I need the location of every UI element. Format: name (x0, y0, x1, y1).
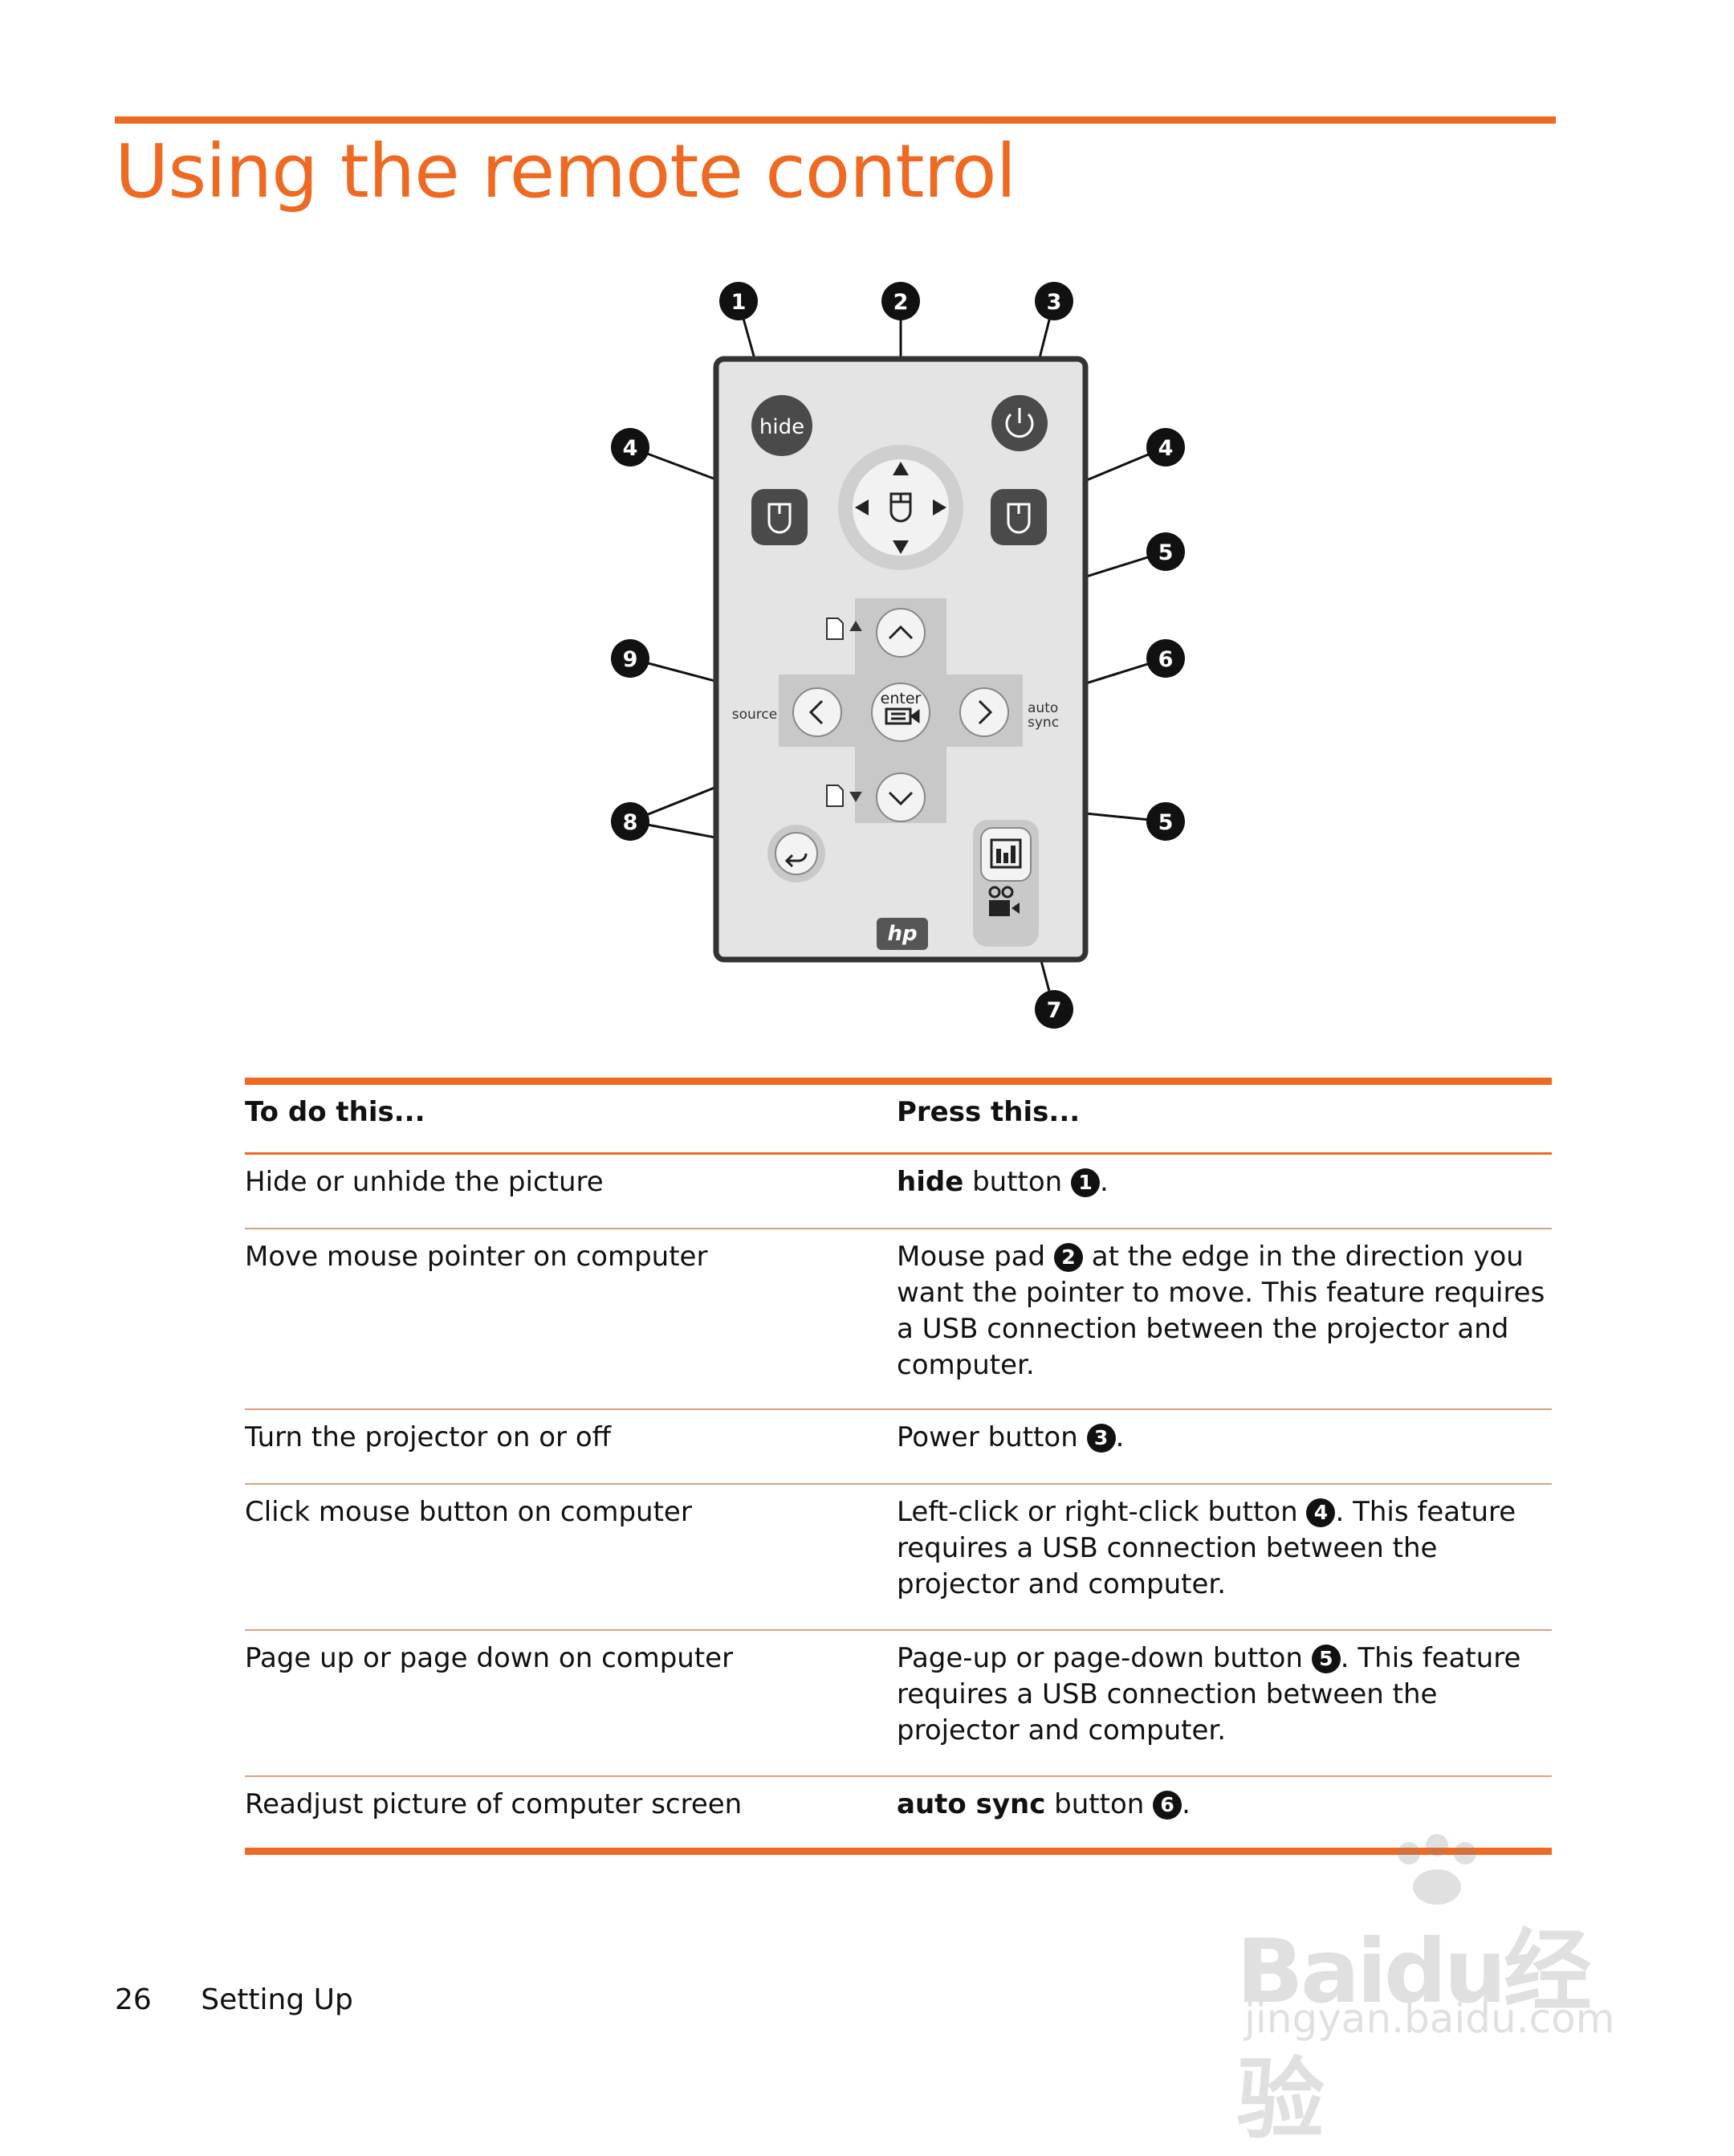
table-top-rule (245, 1078, 1552, 1085)
callout-9: 9 (623, 647, 638, 672)
right-click-icon (1007, 503, 1031, 534)
table-header-row: To do this... Press this... (245, 1085, 1552, 1155)
table-row: Readjust picture of computer screen auto… (245, 1777, 1552, 1848)
right-click-button[interactable] (991, 489, 1047, 545)
row-press: Left-click or right-click button 4. This… (897, 1496, 1516, 1600)
page-up-icon (826, 617, 862, 640)
remote-control-figure: hide enter (594, 269, 1188, 1032)
row-action: Hide or unhide the picture (245, 1166, 604, 1198)
callout-8: 8 (623, 810, 638, 835)
callout-6: 6 (1158, 647, 1174, 672)
source-button[interactable] (792, 687, 842, 737)
mouse-icon (889, 492, 912, 523)
callout-badge: 3 (1086, 1424, 1116, 1453)
back-button[interactable] (775, 832, 818, 875)
hide-button-label: hide (759, 415, 804, 439)
left-click-button[interactable] (751, 489, 808, 545)
callout-badge: 4 (1306, 1498, 1336, 1527)
remote-control-diagram: hide enter (611, 282, 1185, 1029)
page-title: Using the remote control (115, 128, 1016, 214)
page-footer: 26 Setting Up (115, 1983, 353, 2016)
paw-icon (1398, 1834, 1476, 1905)
back-arrow-icon (784, 853, 808, 868)
auto-label: auto (1028, 700, 1058, 716)
page-number: 26 (115, 1983, 152, 2016)
power-icon (1005, 408, 1034, 438)
video-camera-icon (988, 886, 1020, 916)
callout-4-left: 4 (623, 436, 638, 461)
column-header-action: To do this... (245, 1096, 425, 1128)
watermark-site: jingyan.baidu.com (1244, 1995, 1615, 2042)
chevron-left-icon (808, 699, 824, 725)
table-row: Click mouse button on computer Left-clic… (245, 1485, 1552, 1631)
table-row: Hide or unhide the picture hide button 1… (245, 1155, 1552, 1229)
instructions-table: To do this... Press this... Hide or unhi… (245, 1078, 1552, 1855)
callout-3: 3 (1047, 290, 1062, 315)
table-row: Page up or page down on computer Page-up… (245, 1631, 1552, 1777)
callout-badge: 2 (1053, 1243, 1083, 1272)
callout-badge: 5 (1311, 1645, 1341, 1673)
hp-logo (877, 918, 928, 950)
row-action: Page up or page down on computer (245, 1642, 734, 1674)
row-press: Power button 3. (897, 1421, 1125, 1453)
callout-5-bottom: 5 (1158, 810, 1174, 835)
source-label: source (732, 707, 777, 723)
hp-logo-text: hp (887, 922, 917, 946)
section-name: Setting Up (201, 1983, 353, 2016)
mouse-pad-arrows-icon (855, 462, 946, 554)
chevron-right-icon (978, 699, 993, 725)
enter-menu-icon (885, 707, 920, 725)
row-action: Turn the projector on or off (245, 1421, 612, 1453)
row-press: Mouse pad 2 at the edge in the direction… (897, 1241, 1545, 1381)
top-rule (115, 116, 1556, 124)
callout-1: 1 (731, 290, 747, 315)
page-down-button[interactable] (876, 772, 926, 822)
row-press: hide button 1. (897, 1166, 1109, 1198)
page-up-button[interactable] (876, 608, 926, 658)
callout-4-right: 4 (1158, 436, 1174, 461)
row-press: Page-up or page-down button 5. This feat… (897, 1642, 1521, 1746)
chart-icon (990, 838, 1022, 869)
callout-7: 7 (1047, 998, 1062, 1023)
auto-sync-button[interactable] (959, 687, 1009, 737)
row-action: Click mouse button on computer (245, 1496, 692, 1528)
left-click-icon (767, 503, 792, 534)
column-header-press: Press this... (897, 1096, 1081, 1128)
callout-badge: 6 (1153, 1791, 1182, 1820)
sync-label: sync (1028, 715, 1059, 731)
hide-button[interactable] (751, 395, 812, 456)
row-action: Move mouse pointer on computer (245, 1241, 708, 1273)
callout-badge: 1 (1071, 1168, 1101, 1197)
callout-2: 2 (893, 290, 909, 315)
chevron-down-icon (888, 791, 914, 806)
table-row: Move mouse pointer on computer Mouse pad… (245, 1229, 1552, 1410)
row-press: auto sync button 6. (897, 1788, 1191, 1820)
table-bottom-rule (245, 1848, 1552, 1855)
table-row: Turn the projector on or off Power butto… (245, 1410, 1552, 1485)
callout-5-top: 5 (1158, 540, 1174, 565)
enter-label: enter (881, 690, 922, 707)
row-action: Readjust picture of computer screen (245, 1788, 743, 1820)
chevron-up-icon (888, 625, 914, 640)
page-down-icon (826, 785, 862, 807)
enter-button[interactable] (871, 683, 930, 742)
callout-badges: 1 2 3 4 4 5 6 9 8 5 7 (611, 282, 1185, 1029)
watermark: Baidu经验 jingyan.baidu.com (1236, 1831, 1654, 2151)
